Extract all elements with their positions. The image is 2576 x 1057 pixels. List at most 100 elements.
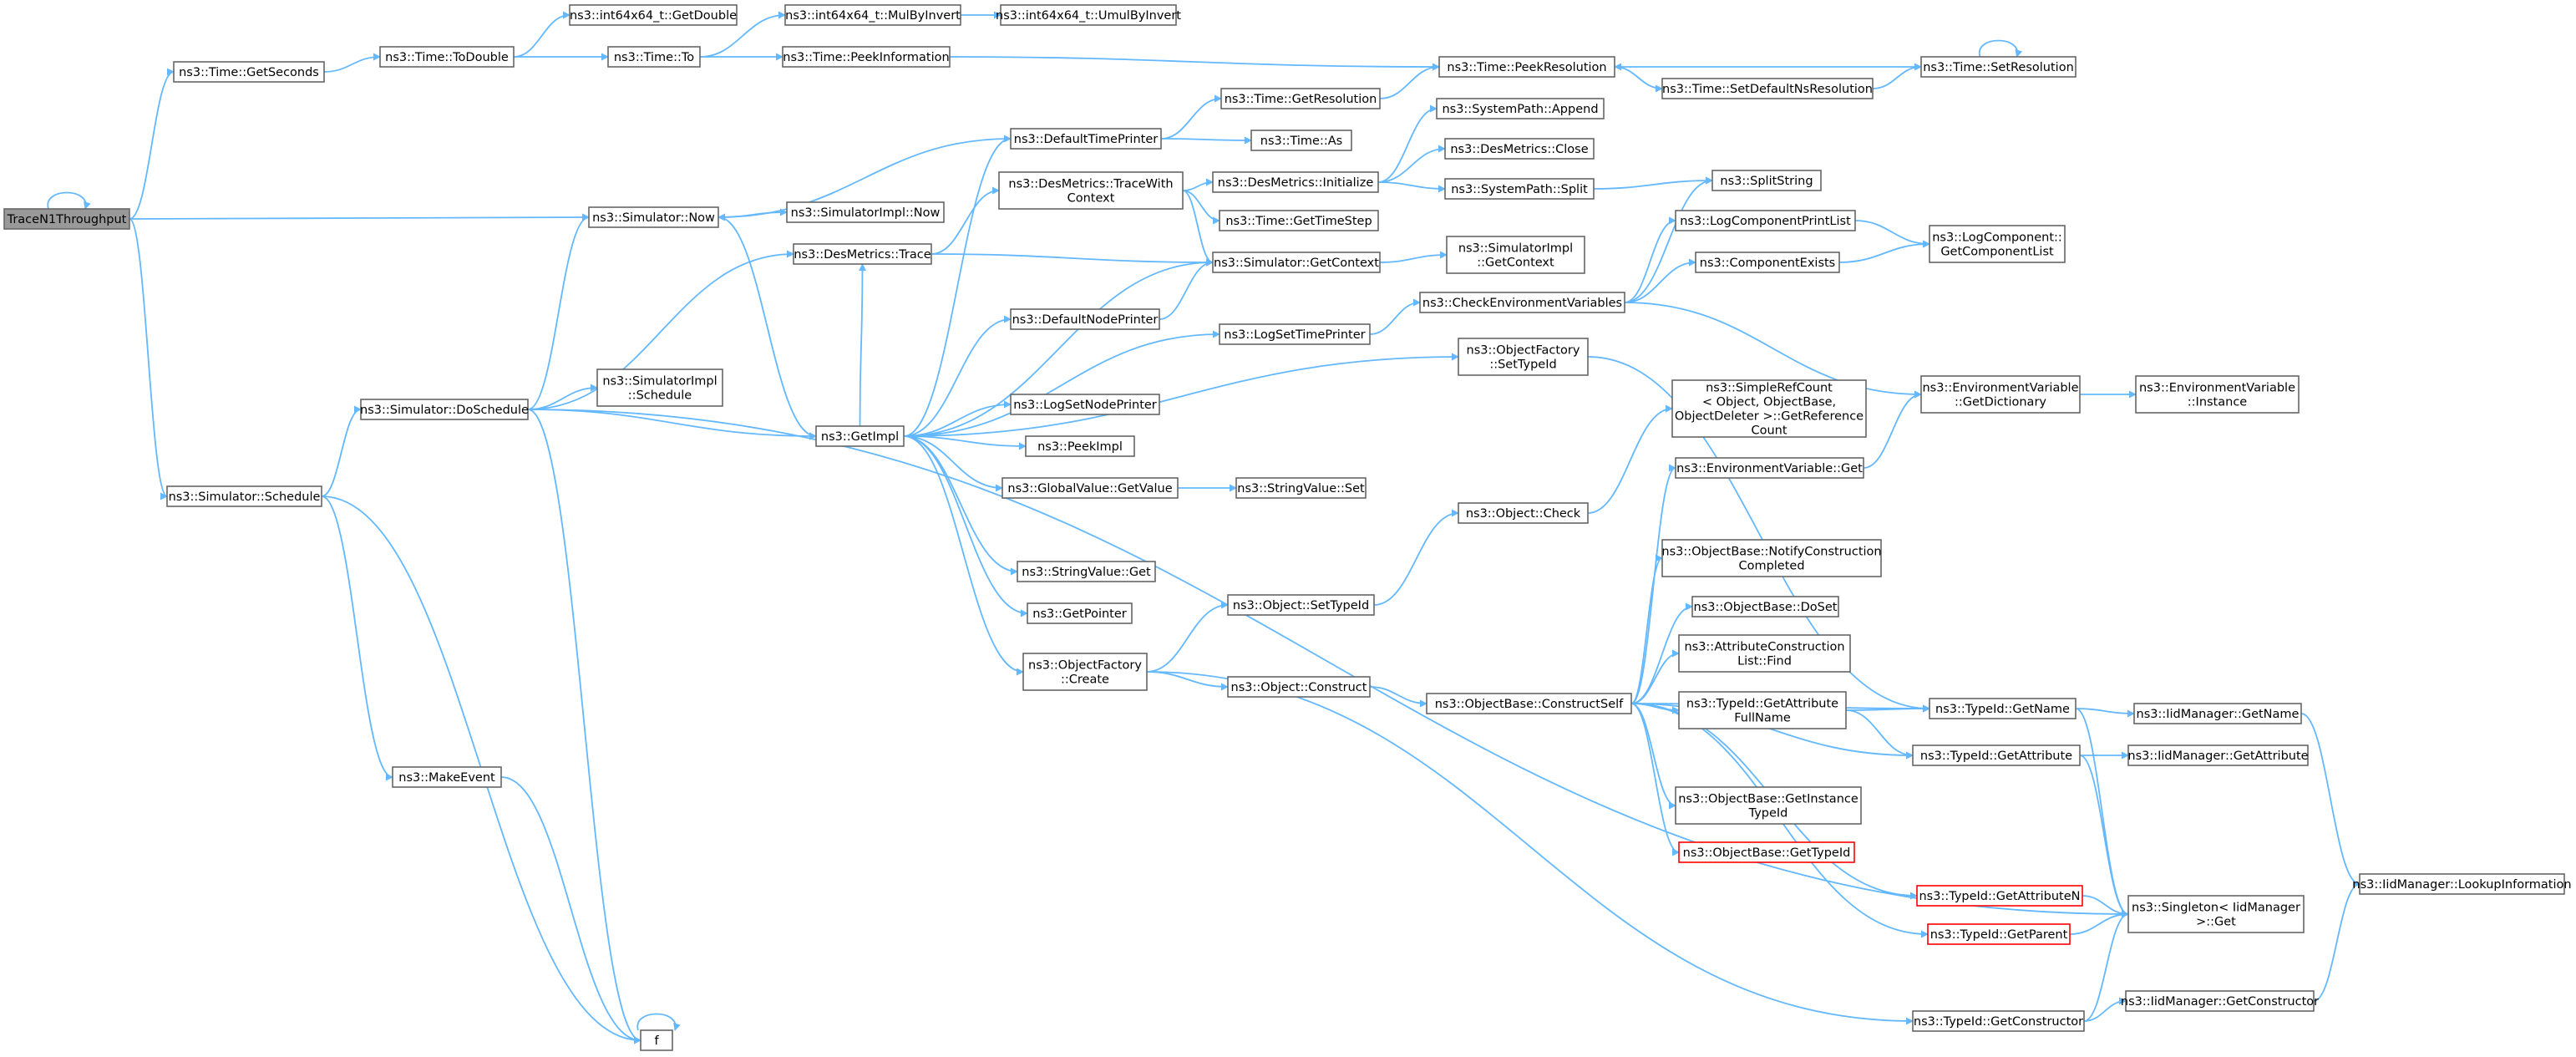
node-simimplschedule[interactable]: ns3::SimulatorImpl::Schedule	[596, 368, 723, 407]
node-setres[interactable]: ns3::Time::SetResolution	[1920, 56, 2077, 78]
node-splitstring[interactable]: ns3::SplitString	[1711, 170, 1822, 191]
node-label: ns3::StringValue::Set	[1237, 482, 1365, 495]
node-desinit[interactable]: ns3::DesMetrics::Initialize	[1212, 171, 1379, 193]
node-gvgetvalue[interactable]: ns3::GlobalValue::GetValue	[1001, 477, 1179, 499]
node-label: ::Schedule	[628, 389, 692, 403]
node-umulbyinvert[interactable]: ns3::int64x64_t::UmulByInvert	[996, 4, 1181, 26]
node-simimplnow[interactable]: ns3::SimulatorImpl::Now	[786, 201, 945, 223]
node-splitpath[interactable]: ns3::SystemPath::Split	[1444, 178, 1595, 200]
node-appendpath[interactable]: ns3::SystemPath::Append	[1436, 98, 1605, 119]
edge-ofsettypeid-to-tidgetname	[1587, 356, 1930, 713]
node-label: ns3::SimulatorImpl::Now	[791, 206, 941, 220]
node-simnow[interactable]: ns3::Simulator::Now	[588, 206, 719, 228]
node-obdoset[interactable]: ns3::ObjectBase::DoSet	[1691, 596, 1839, 617]
node-gettimestep[interactable]: ns3::Time::GetTimeStep	[1219, 210, 1379, 231]
node-box	[1212, 252, 1381, 273]
node-label: ns3::TypeId::GetAttribute	[1920, 750, 2072, 763]
node-objcheck[interactable]: ns3::Object::Check	[1458, 502, 1589, 524]
node-makeevent[interactable]: ns3::MakeEvent	[392, 766, 502, 788]
edge-to-to-mulbyinvert	[699, 11, 786, 58]
node-label: List::Find	[1737, 655, 1792, 668]
node-todouble[interactable]: ns3::Time::ToDouble	[379, 46, 515, 68]
node-simdoschedule[interactable]: ns3::Simulator::DoSchedule	[360, 399, 529, 420]
node-mulbyinvert[interactable]: ns3::int64x64_t::MulByInvert	[784, 4, 961, 26]
node-getresolution[interactable]: ns3::Time::GetResolution	[1220, 88, 1381, 109]
edge-todouble-to-i64getdouble	[513, 11, 570, 58]
node-tidgetname[interactable]: ns3::TypeId::GetName	[1929, 698, 2077, 719]
node-to[interactable]: ns3::Time::To	[607, 46, 701, 68]
node-root[interactable]: TraceN1Throughput	[3, 208, 130, 230]
node-label: ns3::Time::GetResolution	[1225, 93, 1377, 106]
node-peekinfo[interactable]: ns3::Time::PeekInformation	[782, 46, 951, 68]
node-tidgetconstructor[interactable]: ns3::TypeId::GetConstructor	[1912, 1010, 2085, 1032]
node-envinstance[interactable]: ns3::EnvironmentVariable::Instance	[2135, 375, 2300, 414]
node-i64getdouble[interactable]: ns3::int64x64_t::GetDouble	[569, 4, 738, 26]
node-getpointer[interactable]: ns3::GetPointer	[1027, 602, 1133, 624]
node-label: ns3::DesMetrics::Initialize	[1218, 176, 1374, 190]
node-box	[1025, 435, 1135, 457]
node-box	[1426, 693, 1632, 714]
node-label: ns3::SplitString	[1720, 175, 1813, 188]
node-svset[interactable]: ns3::StringValue::Set	[1235, 477, 1367, 499]
node-getseconds[interactable]: ns3::Time::GetSeconds	[173, 61, 325, 83]
node-obgettypeid[interactable]: ns3::ObjectBase::GetTypeId	[1678, 841, 1855, 863]
node-getimpl[interactable]: ns3::GetImpl	[815, 425, 905, 447]
node-box	[1001, 477, 1179, 499]
node-iidlookup[interactable]: ns3::IidManager::LookupInformation	[2352, 873, 2572, 895]
node-deftimeprinter[interactable]: ns3::DefaultTimePrinter	[1010, 128, 1162, 150]
node-tidgetattrn[interactable]: ns3::TypeId::GetAttributeN	[1916, 885, 2083, 907]
node-box	[1920, 56, 2077, 78]
node-iidgetattr[interactable]: ns3::IidManager::GetAttribute	[2127, 744, 2309, 766]
node-label: ns3::IidManager::GetName	[2137, 708, 2300, 721]
node-obconstructself[interactable]: ns3::ObjectBase::ConstructSelf	[1426, 693, 1632, 714]
node-logsetnodeprinter[interactable]: ns3::LogSetNodePrinter	[1010, 394, 1160, 415]
node-envget[interactable]: ns3::EnvironmentVariable::Get	[1675, 457, 1864, 479]
node-box	[392, 766, 502, 788]
node-tidgetattr[interactable]: ns3::TypeId::GetAttribute	[1912, 744, 2081, 766]
node-box	[1444, 138, 1595, 160]
node-simgetcontext[interactable]: ns3::Simulator::GetContext	[1212, 252, 1381, 273]
node-label: ns3::SystemPath::Split	[1451, 183, 1588, 196]
node-simplerefcount[interactable]: ns3::SimpleRefCount< Object, ObjectBase,…	[1671, 379, 1867, 438]
function-nodes: TraceN1Throughputns3::Time::GetSecondsns…	[3, 4, 2572, 1051]
node-box	[1010, 394, 1160, 415]
node-destrace[interactable]: ns3::DesMetrics::Trace	[793, 243, 932, 265]
node-iidgetname[interactable]: ns3::IidManager::GetName	[2133, 703, 2302, 724]
node-box	[166, 485, 322, 507]
node-envgetdict[interactable]: ns3::EnvironmentVariable::GetDictionary	[1920, 375, 2081, 414]
edge-checkenv-to-splitstring	[1624, 176, 1713, 303]
node-box	[1711, 170, 1822, 191]
node-peekres[interactable]: ns3::Time::PeekResolution	[1438, 56, 1615, 78]
node-logsettimeprinter[interactable]: ns3::LogSetTimePrinter	[1219, 323, 1371, 345]
node-objconstruct[interactable]: ns3::Object::Construct	[1227, 676, 1371, 698]
node-peekimpl[interactable]: ns3::PeekImpl	[1025, 435, 1135, 457]
node-timeas[interactable]: ns3::Time::As	[1250, 130, 1352, 151]
node-box	[1000, 4, 1177, 26]
node-label: Count	[1751, 424, 1787, 438]
node-box	[1661, 539, 1882, 577]
node-iidgetconstructor[interactable]: ns3::IidManager::GetConstructor	[2121, 990, 2319, 1012]
edge-tidgetconstructor-to-singletonget	[2083, 910, 2129, 1022]
node-singletonget[interactable]: ns3::Singleton< IidManager>::Get	[2127, 895, 2305, 933]
node-compexists[interactable]: ns3::ComponentExists	[1695, 252, 1840, 273]
node-simschedule[interactable]: ns3::Simulator::Schedule	[166, 485, 322, 507]
node-desclose[interactable]: ns3::DesMetrics::Close	[1444, 138, 1595, 160]
node-label: ns3::ObjectFactory	[1028, 659, 1142, 673]
node-checkenv[interactable]: ns3::CheckEnvironmentVariables	[1419, 292, 1625, 313]
node-setdefaultns[interactable]: ns3::Time::SetDefaultNsResolution	[1661, 78, 1874, 99]
node-logcomplist[interactable]: ns3::LogComponent::GetComponentList	[1929, 225, 2066, 263]
node-simimplgetcontext[interactable]: ns3::SimulatorImpl::GetContext	[1446, 236, 1585, 274]
node-objsettypeid[interactable]: ns3::Object::SetTypeId	[1227, 594, 1375, 616]
node-f[interactable]: f	[640, 1029, 673, 1051]
node-svget[interactable]: ns3::StringValue::Get	[1017, 561, 1156, 582]
node-tidgetparent[interactable]: ns3::TypeId::GetParent	[1927, 923, 2071, 945]
node-ofsettypeid[interactable]: ns3::ObjectFactory::SetTypeId	[1458, 338, 1589, 376]
node-obnotify[interactable]: ns3::ObjectBase::NotifyConstructionCompl…	[1661, 539, 1882, 577]
node-logprintlist[interactable]: ns3::LogComponentPrintList	[1675, 210, 1856, 231]
node-ofcreate[interactable]: ns3::ObjectFactory::Create	[1022, 653, 1148, 691]
node-defnodeprinter[interactable]: ns3::DefaultNodePrinter	[1010, 308, 1160, 330]
